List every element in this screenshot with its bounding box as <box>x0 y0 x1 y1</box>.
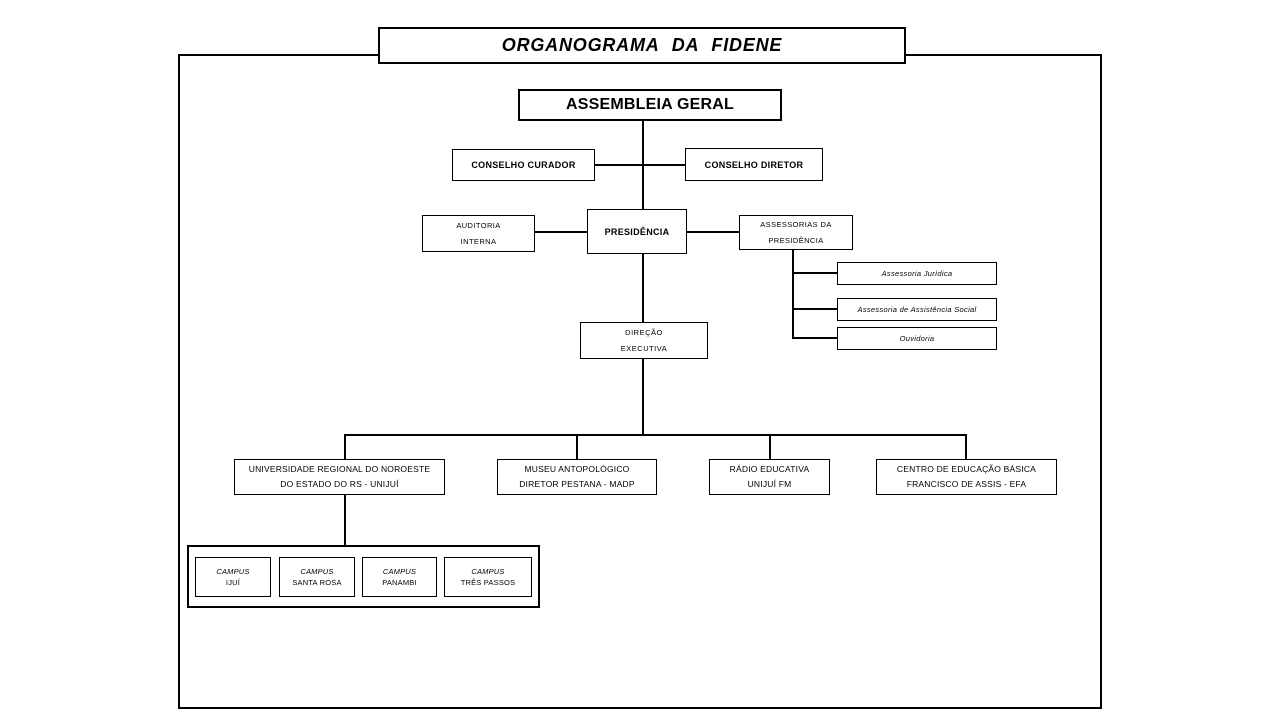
node-campus-panambi-line1: CAMPUS <box>382 567 417 576</box>
connector-stub-juridica <box>792 272 837 274</box>
node-ouvidoria-label: Ouvidoria <box>899 334 935 343</box>
connector-auditoria <box>535 231 587 233</box>
connector-drop-universidade <box>344 434 346 460</box>
node-campus-panambi-line2: PANAMBI <box>382 578 417 587</box>
node-museu-madp-label: MUSEU ANTOPOLÓGICO DIRETOR PESTANA - MAD… <box>519 464 635 489</box>
node-campus-ijui-line2: IJUÍ <box>225 578 241 587</box>
node-conselho-diretor-label: CONSELHO DIRETOR <box>704 159 804 170</box>
node-campus-santa-rosa-line1: CAMPUS <box>300 567 334 576</box>
connector-assessorias-down <box>792 250 794 339</box>
node-assessoria-juridica-label: Assessoria Jurídica <box>881 269 953 278</box>
connector-conselhos <box>595 164 685 166</box>
connector-distribution <box>344 434 967 436</box>
node-auditoria-interna-label: AUDITORIA INTERNA <box>456 220 501 246</box>
node-campus-ijui: CAMPUS IJUÍ <box>195 557 271 597</box>
chart-title-box: ORGANOGRAMA DA FIDENE <box>378 27 906 64</box>
node-campus-tres-passos-line1: CAMPUS <box>471 567 505 576</box>
node-conselho-curador: CONSELHO CURADOR <box>452 149 595 181</box>
node-assembleia-geral: ASSEMBLEIA GERAL <box>518 89 782 121</box>
node-campus-tres-passos: CAMPUS TRÊS PASSOS <box>444 557 532 597</box>
node-radio-educativa: RÁDIO EDUCATIVA UNIJUÍ FM <box>709 459 830 495</box>
node-ouvidoria: Ouvidoria <box>837 327 997 350</box>
node-campus-santa-rosa-line2: SANTA ROSA <box>292 578 342 587</box>
connector-universidade-campus <box>344 495 346 546</box>
node-direcao-executiva-label: DIREÇÃO EXECUTIVA <box>620 327 668 353</box>
connector-drop-centro <box>965 434 967 460</box>
node-presidencia-label: PRESIDÊNCIA <box>604 226 670 237</box>
node-centro-educacao-efa-label: CENTRO DE EDUCAÇÃO BÁSICA FRANCISCO DE A… <box>896 464 1037 489</box>
node-auditoria-interna: AUDITORIA INTERNA <box>422 215 535 252</box>
node-assessoria-assistencia-social-label: Assessoria de Assistência Social <box>857 305 977 314</box>
node-campus-tres-passos-line2: TRÊS PASSOS <box>460 578 516 587</box>
node-campus-ijui-line1: CAMPUS <box>216 567 250 576</box>
connector-presidencia-direcao <box>642 254 644 322</box>
node-assessoria-assistencia-social: Assessoria de Assistência Social <box>837 298 997 321</box>
node-campus-panambi: CAMPUS PANAMBI <box>362 557 437 597</box>
connector-stub-ouvidoria <box>792 337 837 339</box>
node-assessorias-da-presidencia-label: ASSESSORIAS DA PRESIDÊNCIA <box>760 219 832 245</box>
org-frame-border <box>178 54 1102 709</box>
node-conselho-diretor: CONSELHO DIRETOR <box>685 148 823 181</box>
node-presidencia: PRESIDÊNCIA <box>587 209 687 254</box>
connector-drop-radio <box>769 434 771 460</box>
node-conselho-curador-label: CONSELHO CURADOR <box>471 160 576 170</box>
campus-group-container <box>187 545 540 608</box>
connector-assessorias <box>687 231 739 233</box>
node-assessorias-da-presidencia: ASSESSORIAS DA PRESIDÊNCIA <box>739 215 853 250</box>
node-assessoria-juridica: Assessoria Jurídica <box>837 262 997 285</box>
node-universidade-unijui-label: UNIVERSIDADE REGIONAL DO NOROESTE DO EST… <box>248 464 431 489</box>
node-museu-madp: MUSEU ANTOPOLÓGICO DIRETOR PESTANA - MAD… <box>497 459 657 495</box>
node-universidade-unijui: UNIVERSIDADE REGIONAL DO NOROESTE DO EST… <box>234 459 445 495</box>
connector-stub-social <box>792 308 837 310</box>
chart-title: ORGANOGRAMA DA FIDENE <box>501 35 783 55</box>
node-assembleia-geral-label: ASSEMBLEIA GERAL <box>566 96 734 113</box>
node-radio-educativa-label: RÁDIO EDUCATIVA UNIJUÍ FM <box>729 464 810 489</box>
connector-drop-museu <box>576 434 578 460</box>
node-centro-educacao-efa: CENTRO DE EDUCAÇÃO BÁSICA FRANCISCO DE A… <box>876 459 1057 495</box>
node-campus-santa-rosa: CAMPUS SANTA ROSA <box>279 557 355 597</box>
connector-direcao-down <box>642 359 644 435</box>
node-direcao-executiva: DIREÇÃO EXECUTIVA <box>580 322 708 359</box>
